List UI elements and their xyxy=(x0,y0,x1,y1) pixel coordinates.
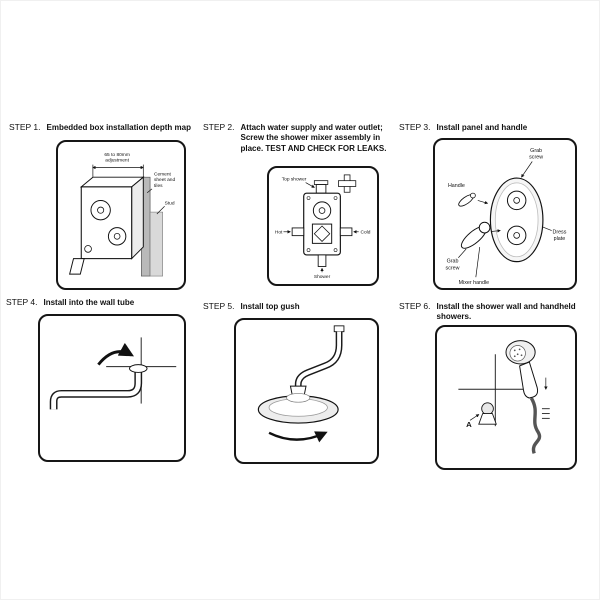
mixer-assembly-figure: Top shower xyxy=(275,174,371,280)
shower-hose xyxy=(529,397,542,454)
wall-flange xyxy=(129,364,148,373)
step-2-title: Attach water supply and water outlet; Sc… xyxy=(240,123,387,153)
shower-arm xyxy=(49,364,148,410)
svg-text:Dress: Dress xyxy=(552,229,566,235)
hot-inlet xyxy=(291,227,305,237)
step-5-header: STEP 5. Install top gush xyxy=(203,301,300,312)
mixer-handle-label: Mixer handle xyxy=(459,247,490,286)
dimension-annotation: 65 to 80mm adjustment xyxy=(92,152,144,178)
svg-text:Shower: Shower xyxy=(314,274,331,280)
shower-head xyxy=(257,393,339,424)
step-2-header: STEP 2. Attach water supply and water ou… xyxy=(203,122,386,154)
stud-label: Stud xyxy=(156,200,175,215)
svg-text:A: A xyxy=(466,420,472,429)
step-4-panel xyxy=(38,314,186,462)
dimension-label-line1: 65 to 80mm xyxy=(104,152,130,158)
svg-text:Cement: Cement xyxy=(154,171,172,177)
top-gush-figure xyxy=(257,325,345,443)
dress-plate-label: Dress plate xyxy=(541,226,567,242)
step-3-panel: Grab screw Handle Dress plate xyxy=(433,138,577,290)
step-5-title: Install top gush xyxy=(240,302,300,311)
wall-section xyxy=(141,176,163,277)
grab-screw-bottom-label: Grab screw xyxy=(446,248,467,271)
rotation-arrow xyxy=(268,431,328,443)
dimension-label-line2: adjustment xyxy=(105,158,129,164)
step-2-panel: Top shower xyxy=(267,166,379,286)
step-3-header: STEP 3. Install panel and handle xyxy=(399,122,527,133)
step-3-title: Install panel and handle xyxy=(436,123,528,132)
shower-arm xyxy=(289,325,345,397)
svg-text:plate: plate xyxy=(554,236,566,242)
svg-text:Stud: Stud xyxy=(165,200,175,206)
step-6-header: STEP 6. Install the shower wall and hand… xyxy=(399,301,576,323)
handheld-shower xyxy=(505,340,539,399)
point-a-label: A xyxy=(466,414,480,429)
svg-text:screw: screw xyxy=(446,265,460,271)
mixer-handle xyxy=(460,221,501,249)
grab-screw-top-label: Grab screw xyxy=(521,148,543,178)
svg-text:Grab: Grab xyxy=(530,148,542,154)
dress-plate xyxy=(489,177,544,263)
cold-label: Cold xyxy=(353,230,371,236)
shower-outlet xyxy=(317,254,327,267)
step-4-label: STEP 4. xyxy=(6,297,38,307)
mixer-body xyxy=(291,174,357,267)
shower-label: Shower xyxy=(314,267,331,280)
wall-bracket xyxy=(478,402,497,425)
step-2-label: STEP 2. xyxy=(203,122,235,132)
step-5-label: STEP 5. xyxy=(203,301,235,311)
step-4-title: Install into the wall tube xyxy=(43,298,135,307)
alignment-cross xyxy=(458,354,533,427)
embedded-box-figure: 65 to 80mm adjustment xyxy=(69,152,176,277)
svg-text:screw: screw xyxy=(529,155,543,161)
hot-label: Hot xyxy=(275,230,291,236)
step-5-panel xyxy=(234,318,379,464)
step-1-title: Embedded box installation depth map xyxy=(46,123,191,132)
handle-label: Handle xyxy=(448,183,489,207)
step-6-label: STEP 6. xyxy=(399,301,431,311)
wall-tube-figure xyxy=(49,337,177,410)
step-4-header: STEP 4. Install into the wall tube xyxy=(6,297,134,308)
wall-marks xyxy=(541,377,550,419)
svg-text:tiles: tiles xyxy=(154,183,163,189)
step-1-label: STEP 1. xyxy=(9,122,41,132)
svg-text:Grab: Grab xyxy=(447,259,459,265)
shower-handle xyxy=(519,361,539,399)
step-6-panel: A xyxy=(435,325,577,470)
cold-inlet xyxy=(339,227,353,237)
step-1-header: STEP 1. Embedded box installation depth … xyxy=(9,122,191,133)
embedded-box xyxy=(69,176,145,275)
top-shower-label: Top shower xyxy=(282,177,315,188)
rotation-arrow xyxy=(97,342,135,366)
svg-text:sheet and: sheet and xyxy=(154,177,176,183)
svg-text:Top shower: Top shower xyxy=(282,177,307,183)
step-1-panel: 65 to 80mm adjustment xyxy=(56,140,186,290)
step-6-title: Install the shower wall and handheld sho… xyxy=(436,302,576,322)
panel-handle-figure: Grab screw Handle Dress plate xyxy=(446,148,567,286)
svg-text:Hot: Hot xyxy=(275,230,283,236)
svg-text:Mixer handle: Mixer handle xyxy=(459,280,490,286)
svg-text:Handle: Handle xyxy=(448,183,465,189)
svg-text:Cold: Cold xyxy=(360,230,370,236)
step-3-label: STEP 3. xyxy=(399,122,431,132)
cement-sheet-label: Cement sheet and tiles xyxy=(146,171,176,193)
inlet-pipe xyxy=(69,258,85,275)
handheld-shower-figure: A xyxy=(458,340,550,454)
